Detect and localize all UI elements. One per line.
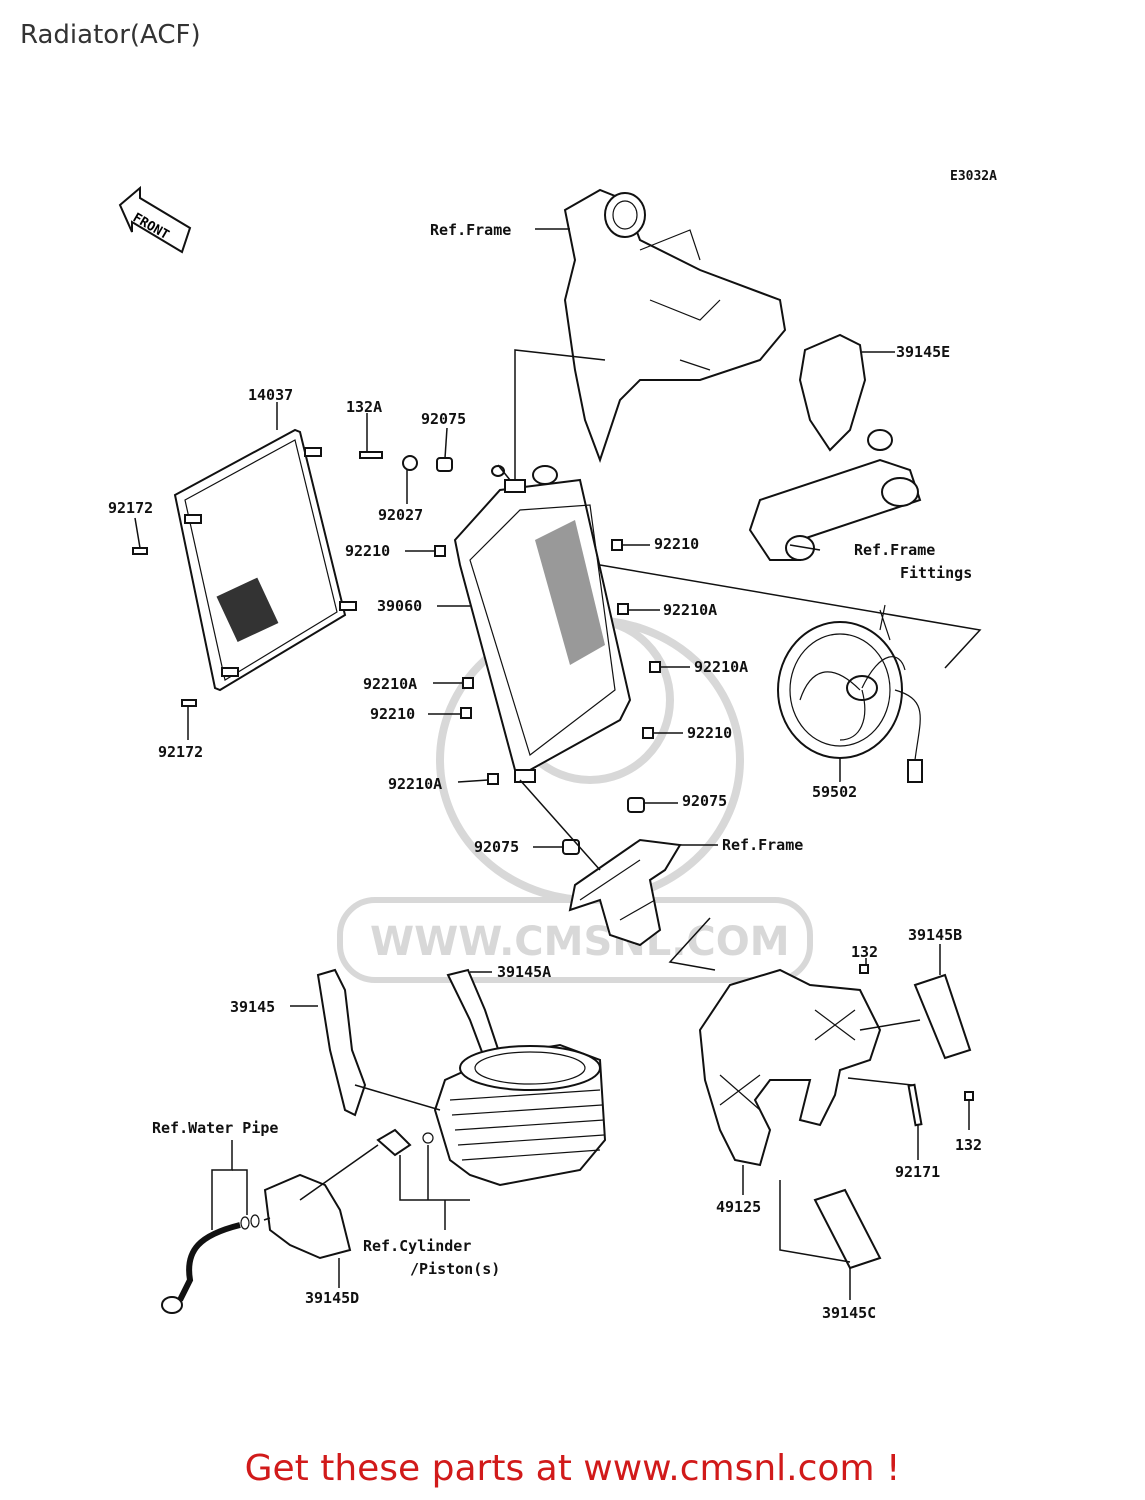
lower-frame-bracket [568,838,682,947]
label-92027: 92027 [378,506,423,524]
label-ref-water-pipe: Ref.Water Pipe [152,1119,278,1137]
label-92210-left-2: 92210 [370,705,415,723]
label-39060: 39060 [377,597,422,615]
label-39145: 39145 [230,998,275,1016]
label-92210-right-2: 92210 [687,724,732,742]
label-92075-left: 92075 [474,838,519,856]
label-39145C: 39145C [822,1304,876,1322]
label-92172-top: 92172 [108,499,153,517]
label-ref-cylinder-2: /Piston(s) [410,1260,500,1278]
part-39060-radiator [453,465,632,783]
part-49125-cover [698,968,882,1167]
part-39145E [798,333,867,452]
part-39145B [913,973,972,1060]
label-132-bottom: 132 [955,1136,982,1154]
label-ref-frame-fittings-2: Fittings [900,564,972,582]
label-92210-right-1: 92210 [654,535,699,553]
label-92210-left-1: 92210 [345,542,390,560]
label-ref-frame-fittings-1: Ref.Frame [854,541,935,559]
footer-promo-text: Get these parts at www.cmsnl.com ! [244,1448,901,1489]
part-39145D [263,1173,352,1260]
label-39145D: 39145D [305,1289,359,1307]
label-92210A-left-2: 92210A [388,775,442,793]
label-132A: 132A [346,398,382,416]
part-39145 [316,968,367,1117]
frame-fittings-part [748,429,922,561]
label-92210A-right-2: 92210A [694,658,748,676]
label-92171: 92171 [895,1163,940,1181]
leader-lines [134,228,982,1300]
page-title: Radiator(ACF) [20,20,201,50]
front-arrow-icon: FRONT [118,185,192,254]
frame-part [563,188,787,463]
label-39145E: 39145E [896,343,950,361]
parts-diagram: WWW.CMSNL.COM E3032A FRONT [108,169,997,1322]
label-59502: 59502 [812,783,857,801]
part-14037-screen [173,428,357,692]
label-39145B: 39145B [908,926,962,944]
label-132-top: 132 [851,943,878,961]
label-92172-bottom: 92172 [158,743,203,761]
label-14037: 14037 [248,386,293,404]
hardware-parts [132,451,974,1127]
diagram-code: E3032A [950,169,997,184]
label-92210A-left-1: 92210A [363,675,417,693]
label-92075-right: 92075 [682,792,727,810]
label-49125: 49125 [716,1198,761,1216]
cylinder-part [433,1043,607,1187]
label-92210A-right-1: 92210A [663,601,717,619]
label-ref-frame-mid: Ref.Frame [722,836,803,854]
part-39145A [446,968,502,1062]
water-pipe-part [161,1128,434,1314]
part-labels: Ref.Frame 39145E 14037 132A 92075 92027 … [108,221,982,1322]
part-59502-fan [777,604,923,783]
label-ref-cylinder-1: Ref.Cylinder [363,1237,471,1255]
label-39145A: 39145A [497,963,551,981]
part-39145C [813,1188,882,1270]
label-ref-frame-top: Ref.Frame [430,221,511,239]
watermark-text: WWW.CMSNL.COM [370,919,790,965]
label-92075-top: 92075 [421,410,466,428]
